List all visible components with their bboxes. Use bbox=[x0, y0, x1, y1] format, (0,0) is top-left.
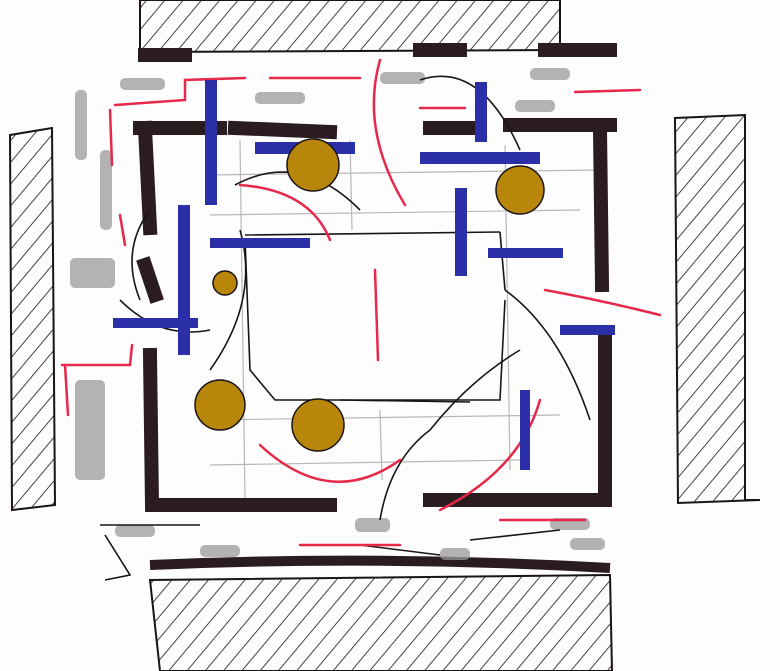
furniture-block bbox=[70, 258, 115, 288]
furniture-block bbox=[100, 150, 112, 230]
sketch-line bbox=[379, 349, 521, 521]
sketch-line bbox=[419, 75, 521, 151]
pencil-line bbox=[209, 459, 521, 466]
hatched-wall bbox=[8, 126, 57, 512]
thick-wall bbox=[142, 347, 337, 512]
gray-furniture-blocks bbox=[70, 68, 605, 560]
furniture-block bbox=[380, 72, 425, 84]
furniture-block bbox=[530, 68, 570, 80]
circulation-arrow bbox=[543, 288, 662, 317]
sketch-line bbox=[131, 209, 151, 301]
gold-columns bbox=[194, 138, 545, 452]
thick-walls bbox=[133, 43, 617, 512]
circulation-arrow bbox=[108, 108, 114, 167]
column-circle bbox=[286, 138, 340, 192]
blue-bar bbox=[475, 82, 487, 142]
sketch-line bbox=[499, 231, 506, 291]
hatched-wall bbox=[139, 0, 561, 54]
sketch-line bbox=[469, 529, 561, 541]
blue-bar bbox=[178, 205, 190, 355]
circulation-arrow bbox=[63, 363, 70, 417]
blue-bar bbox=[205, 80, 217, 205]
furniture-block bbox=[355, 518, 390, 532]
column-circle bbox=[495, 165, 545, 215]
thick-wall bbox=[227, 120, 338, 140]
furniture-block bbox=[440, 548, 470, 560]
circulation-arrow bbox=[118, 213, 127, 247]
circulation-arrow bbox=[573, 88, 642, 94]
sketch-line bbox=[104, 534, 132, 581]
circulation-arrow bbox=[438, 398, 542, 512]
blue-bar bbox=[113, 318, 198, 328]
furniture-block bbox=[515, 100, 555, 112]
circulation-arrow bbox=[113, 76, 247, 107]
blue-elements bbox=[113, 80, 615, 470]
column-circle bbox=[291, 398, 345, 452]
sketch-line bbox=[359, 544, 441, 556]
blue-bar bbox=[560, 325, 615, 335]
sketch-line bbox=[504, 289, 591, 421]
furniture-block bbox=[75, 380, 105, 480]
thick-wall bbox=[136, 256, 164, 304]
pencil-line bbox=[349, 139, 353, 231]
blue-bar bbox=[520, 390, 530, 470]
circulation-arrow bbox=[373, 268, 380, 362]
bottom-wall-edge bbox=[149, 555, 611, 573]
furniture-block bbox=[115, 525, 155, 537]
hatched-wall bbox=[148, 573, 614, 671]
furniture-block bbox=[120, 78, 165, 90]
pencil-line bbox=[239, 139, 246, 501]
thick-wall bbox=[503, 118, 617, 293]
circulation-arrow bbox=[258, 443, 402, 483]
column-circle bbox=[194, 379, 246, 431]
blue-bar bbox=[210, 238, 310, 248]
furniture-block bbox=[570, 538, 605, 550]
pencil-line bbox=[204, 414, 561, 421]
circulation-arrow bbox=[60, 343, 134, 367]
sketch-line bbox=[209, 229, 247, 371]
column-circle bbox=[212, 270, 238, 296]
furniture-block bbox=[255, 92, 305, 104]
thick-wall bbox=[423, 333, 612, 507]
pencil-line bbox=[379, 409, 383, 481]
circulation-arrow bbox=[372, 58, 407, 207]
blue-bar bbox=[420, 152, 540, 164]
furniture-block bbox=[75, 90, 87, 160]
furniture-block bbox=[200, 545, 240, 557]
hatched-wall bbox=[673, 113, 761, 505]
sketch-line bbox=[339, 399, 471, 403]
hatched-walls bbox=[8, 0, 761, 671]
blue-bar bbox=[455, 188, 467, 276]
circulation-arrow bbox=[238, 183, 332, 242]
blue-bar bbox=[488, 248, 563, 258]
red-circulation-arrows bbox=[60, 58, 662, 547]
